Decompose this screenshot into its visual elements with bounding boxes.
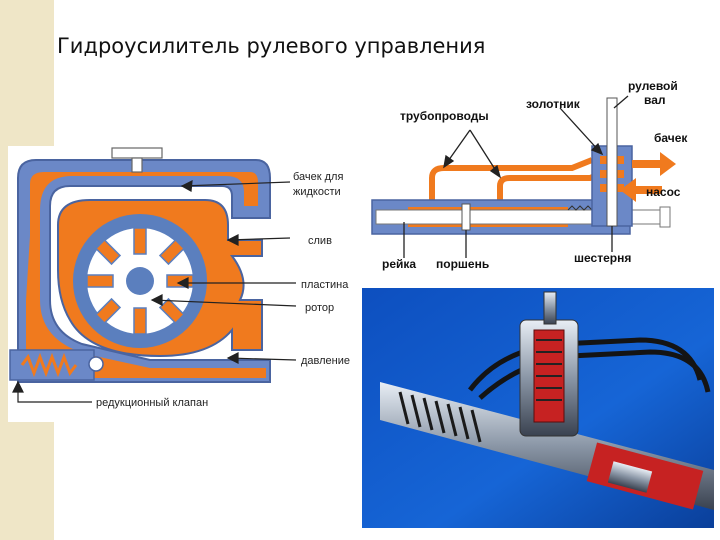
vane [133,307,147,335]
arrowhead [489,164,502,179]
steering-shaft [606,97,618,227]
relief-ball [88,356,104,372]
leader-pressure [227,357,297,361]
leader-shaft [613,95,629,109]
vanes [86,227,194,335]
vane [94,297,122,325]
relief-spring [20,352,78,378]
rack-end [659,206,671,228]
vane [158,297,186,325]
label-vane: пластина [301,279,349,291]
label-pinion: шестерня [574,251,631,265]
label-piston: поршень [436,257,489,271]
label-drain: слив [308,235,332,247]
piston [461,203,471,231]
arrowhead [443,154,455,169]
label-pipes: трубопроводы [400,109,489,123]
arrowhead [180,179,193,192]
pump-diagram: бачек для жидкости слив пластина ротор д… [8,146,350,422]
leader-rotor [151,299,297,307]
arrowhead [12,380,24,393]
filler-cap [111,147,163,159]
cutaway-photo [362,288,714,528]
label-spool-valve: золотник [526,97,581,111]
filler-neck [131,157,143,173]
arrowhead [150,294,163,306]
label-steering-shaft-line2: вал [644,93,666,107]
label-rack: рейка [382,257,416,271]
arrowhead [226,234,239,246]
leader-spool [559,107,601,153]
leader-pipe-2 [469,129,499,175]
rack-coil [398,391,482,443]
vane [86,274,114,288]
vane [166,274,194,288]
label-relief-valve: редукционный клапан [96,397,208,409]
cylinder-piston [607,461,653,493]
label-pump: насос [646,185,681,199]
label-reservoir-line2: жидкости [293,186,341,198]
label-pressure: давление [301,355,350,367]
arrowhead [590,142,604,156]
label-rotor: ротор [305,302,334,314]
outlet-arrow-reservoir [632,152,676,176]
pipe-upper [429,157,594,206]
label-reservoir-line1: бачек для [293,171,343,183]
input-shaft [543,291,557,325]
label-reservoir: бачек [654,131,688,145]
vane [94,238,122,266]
rack-diagram: рулевой вал золотник трубопроводы бачек … [371,79,688,271]
rotor-hub [126,267,154,295]
pipe-lower [497,171,602,206]
vane [133,227,147,255]
arrowhead [226,352,239,364]
inlet-arrow-pump [620,178,662,202]
vane [158,238,186,266]
label-steering-shaft-line1: рулевой [628,79,678,93]
arrowhead [176,277,189,289]
slide-title: Гидроусилитель рулевого управления [57,34,486,58]
leader-reservoir [181,181,291,187]
